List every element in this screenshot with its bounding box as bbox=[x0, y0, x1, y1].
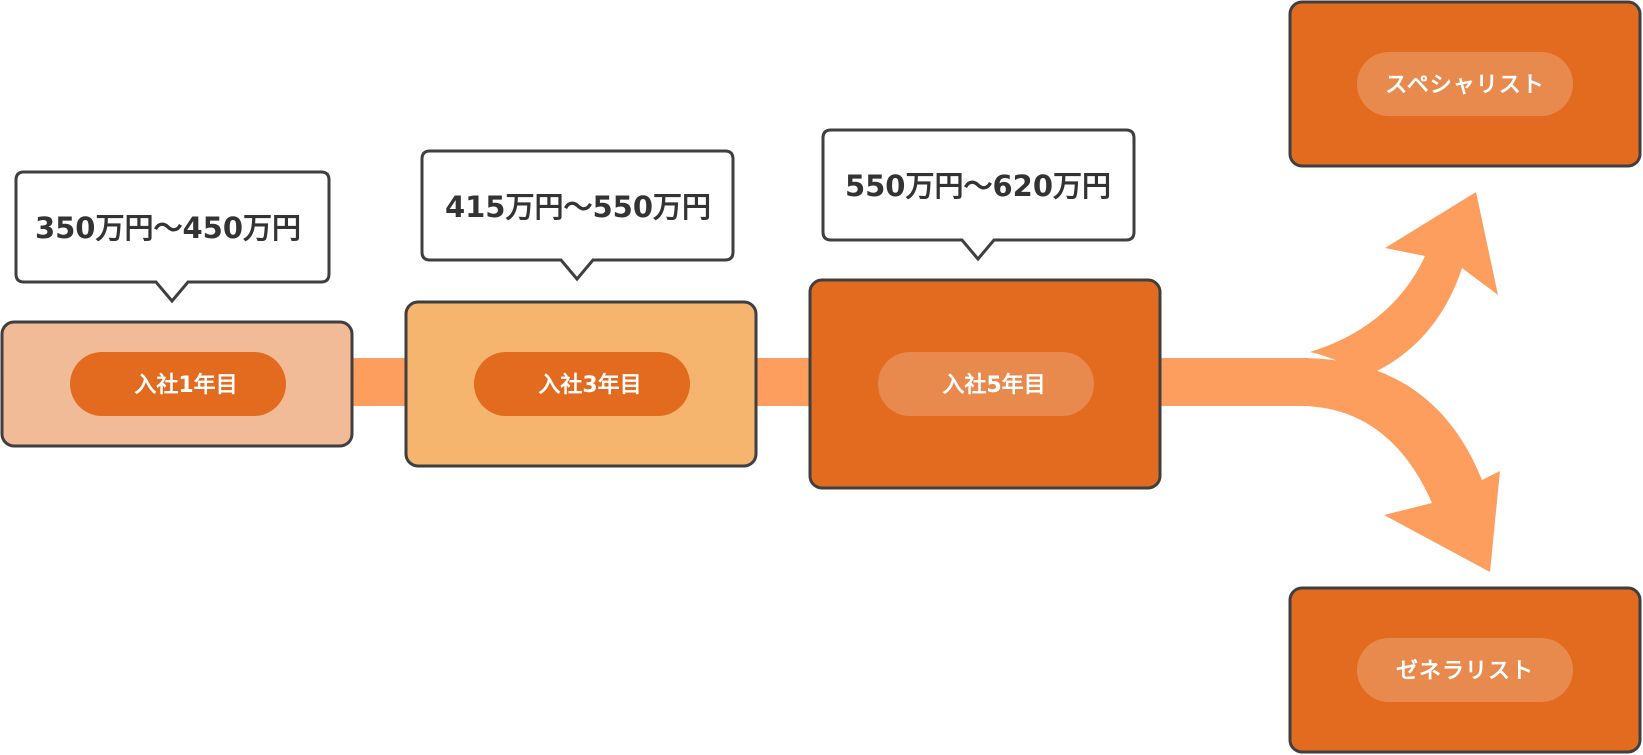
salary-range-2: 415万円～550万円 bbox=[445, 190, 711, 224]
stage-label-2: 入社3年目 bbox=[538, 372, 641, 398]
stage-pill-2 bbox=[474, 352, 690, 416]
stage-2: 415万円～550万円 入社3年目 bbox=[404, 149, 758, 468]
connector-1-3 bbox=[350, 358, 408, 406]
stage-pill-3 bbox=[878, 352, 1094, 416]
stage-label-1: 入社1年目 bbox=[134, 372, 237, 398]
stage-1: 350万円～450万円 入社1年目 bbox=[0, 170, 354, 448]
salary-bubble-3: 550万円～620万円 bbox=[821, 128, 1136, 262]
salary-range-3: 550万円～620万円 bbox=[845, 169, 1111, 203]
lower-branch-arrow bbox=[1300, 358, 1500, 572]
specialist-label: スペシャリスト bbox=[1385, 73, 1544, 98]
stage-label-3: 入社5年目 bbox=[942, 372, 1045, 398]
generalist-pill bbox=[1357, 638, 1573, 702]
upper-branch-arrow bbox=[1310, 192, 1498, 376]
stage-3: 550万円～620万円 入社5年目 bbox=[808, 128, 1162, 490]
salary-bubble-1: 350万円～450万円 bbox=[14, 170, 331, 304]
stage-pill-1 bbox=[70, 352, 286, 416]
career-generalist: ゼネラリスト bbox=[1288, 586, 1642, 754]
specialist-pill bbox=[1357, 52, 1573, 116]
connector-3-5 bbox=[755, 358, 813, 406]
branch-arrows bbox=[1158, 192, 1500, 572]
salary-range-1: 350万円～450万円 bbox=[35, 211, 301, 245]
salary-bubble-2: 415万円～550万円 bbox=[420, 149, 735, 282]
career-specialist: スペシャリスト bbox=[1288, 0, 1642, 168]
generalist-label: ゼネラリスト bbox=[1396, 659, 1534, 684]
branch-trunk bbox=[1158, 358, 1308, 406]
